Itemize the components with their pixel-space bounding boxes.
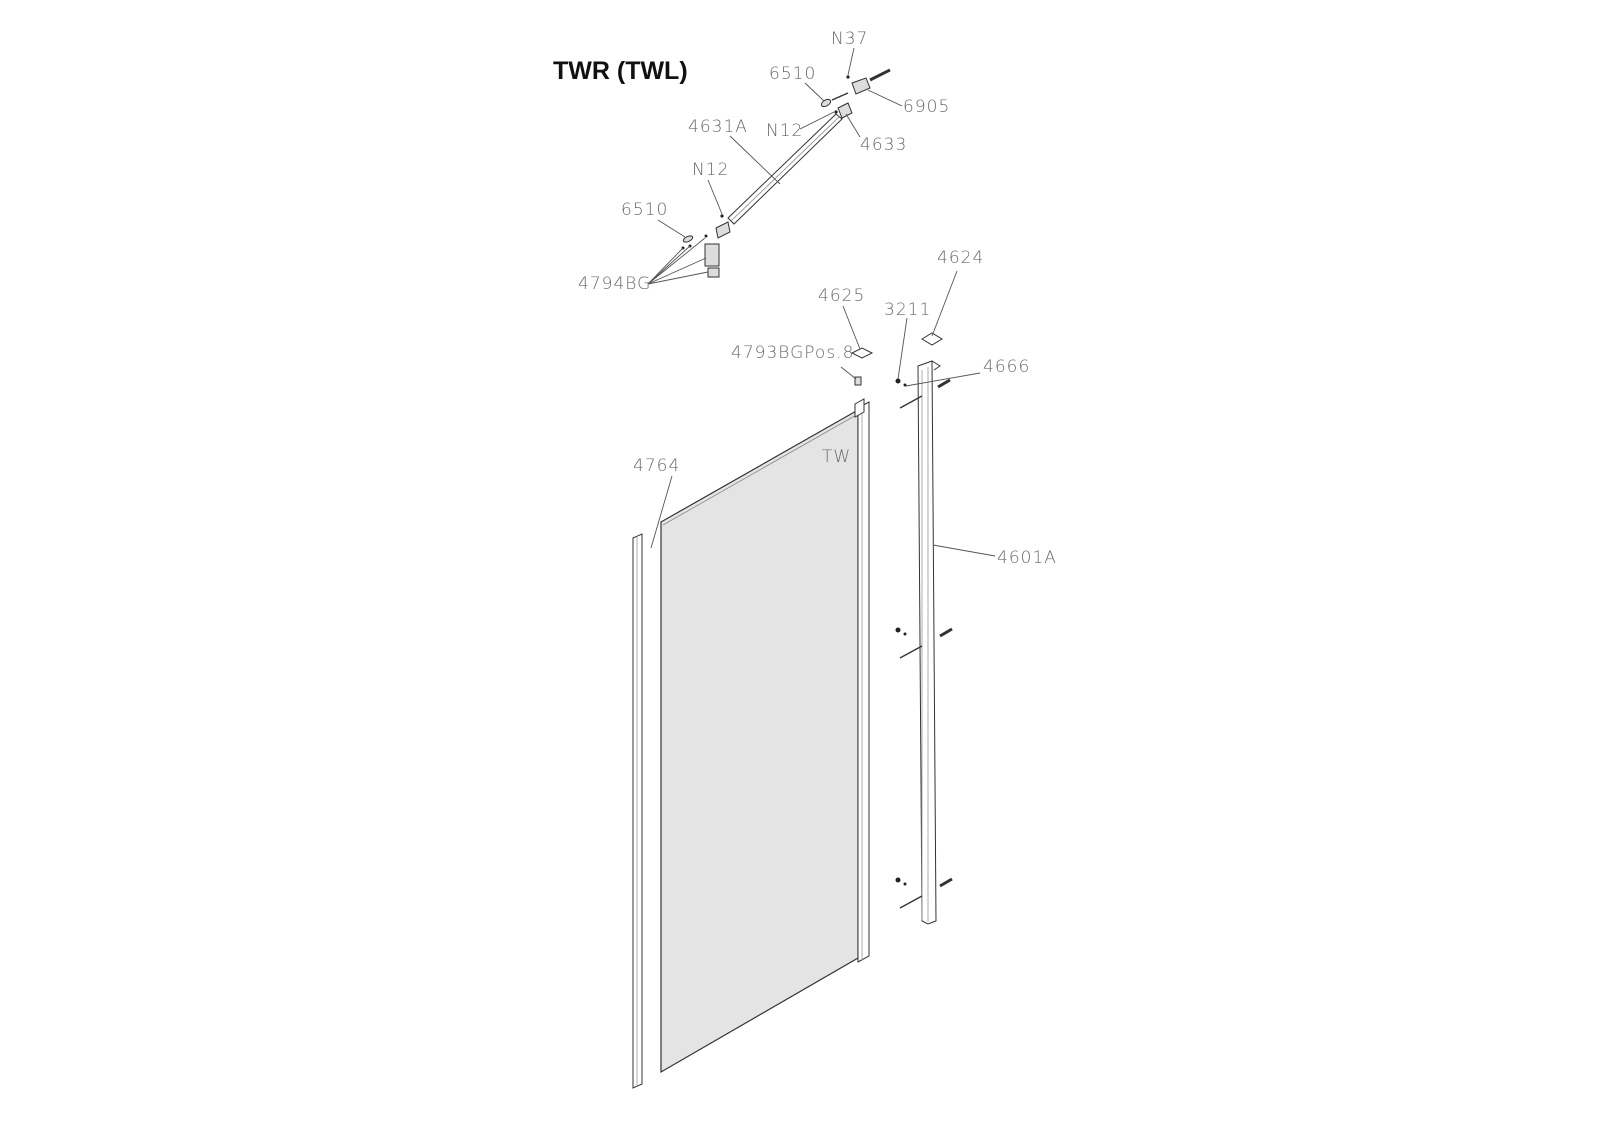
bracket-6905 xyxy=(851,68,891,95)
label-4793bg: 4793BGPos.8 xyxy=(731,343,854,363)
connector-4633 xyxy=(837,102,853,119)
label-3211: 3211 xyxy=(884,300,931,320)
label-4601a: 4601A xyxy=(997,548,1057,568)
diagram-title: TWR (TWL) xyxy=(553,57,688,85)
cap-4624 xyxy=(921,332,943,346)
glass-panel-tw xyxy=(660,398,870,1074)
screw-set-top xyxy=(895,378,951,409)
label-n12-top: N12 xyxy=(766,121,803,141)
connector-left xyxy=(715,214,731,239)
label-4633: 4633 xyxy=(860,135,907,155)
label-6905: 6905 xyxy=(903,97,950,117)
screw-n37 xyxy=(846,75,850,79)
wall-profile-4601a xyxy=(917,360,941,925)
screw-set-middle xyxy=(895,627,953,659)
label-4624: 4624 xyxy=(937,248,984,268)
screw-n12-top xyxy=(834,110,838,114)
cap-4625 xyxy=(850,347,874,359)
label-n37: N37 xyxy=(831,29,868,49)
label-4764: 4764 xyxy=(633,456,680,476)
rod-4631a xyxy=(727,113,843,225)
label-6510-top: 6510 xyxy=(769,64,816,84)
part-4793bg xyxy=(854,376,862,386)
block-4794bg xyxy=(681,234,720,278)
leader-lines xyxy=(647,47,996,557)
label-6510-left: 6510 xyxy=(621,200,668,220)
label-4625: 4625 xyxy=(818,286,865,306)
label-4666: 4666 xyxy=(983,357,1030,377)
screw-set-bottom xyxy=(895,877,953,909)
profile-4764 xyxy=(632,533,643,1089)
label-tw: TW xyxy=(822,447,851,467)
label-n12-mid: N12 xyxy=(692,160,729,180)
label-4794bg: 4794BG xyxy=(578,274,651,294)
label-4631a: 4631A xyxy=(688,117,748,137)
